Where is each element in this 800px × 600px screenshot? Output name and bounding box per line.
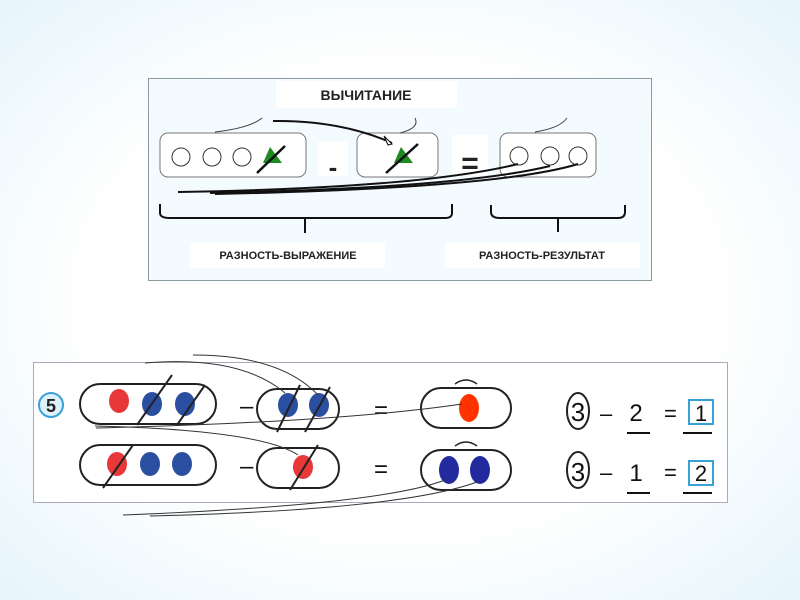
label-expression: РАЗНОСТЬ-ВЫРАЖЕНИЕ: [219, 250, 356, 262]
row1-minuend: 3: [571, 397, 585, 427]
minus-sign: -: [329, 152, 338, 182]
row1: – =: [79, 374, 590, 433]
title: ВЫЧИТАНИЕ: [320, 87, 411, 103]
triangle-icon: [394, 147, 413, 163]
row2-subtrahend: 1: [629, 460, 642, 487]
connector-lines: [177, 163, 579, 195]
row2: – =: [79, 441, 590, 491]
row2-result-box: [688, 460, 714, 486]
row1-result-box: [688, 399, 714, 425]
row1-result: 1: [695, 401, 707, 426]
exercise-number-badge: [38, 392, 64, 418]
title-box: [276, 81, 457, 108]
row1-minus: –: [600, 401, 613, 426]
row2-minuend: 3: [571, 457, 585, 487]
row1-equals: =: [664, 401, 677, 426]
triangle-icon: [263, 147, 282, 163]
svg-text:=: =: [374, 397, 388, 424]
svg-text:–: –: [240, 393, 254, 420]
svg-text:=: =: [374, 456, 388, 483]
row1-subtrahend: 2: [629, 400, 642, 427]
subtrahend-set: [356, 117, 439, 178]
minuend-set: [159, 117, 307, 178]
svg-text:–: –: [240, 453, 254, 480]
label-result: РАЗНОСТЬ-РЕЗУЛЬТАТ: [479, 250, 605, 262]
arrow: [272, 119, 393, 144]
row2-equals: =: [664, 460, 677, 485]
exercise-number: 5: [46, 396, 56, 416]
connector-lines-exercise: [94, 354, 478, 517]
braces: [159, 204, 626, 233]
row2-minus: –: [600, 460, 613, 485]
row2-result: 2: [695, 461, 707, 486]
